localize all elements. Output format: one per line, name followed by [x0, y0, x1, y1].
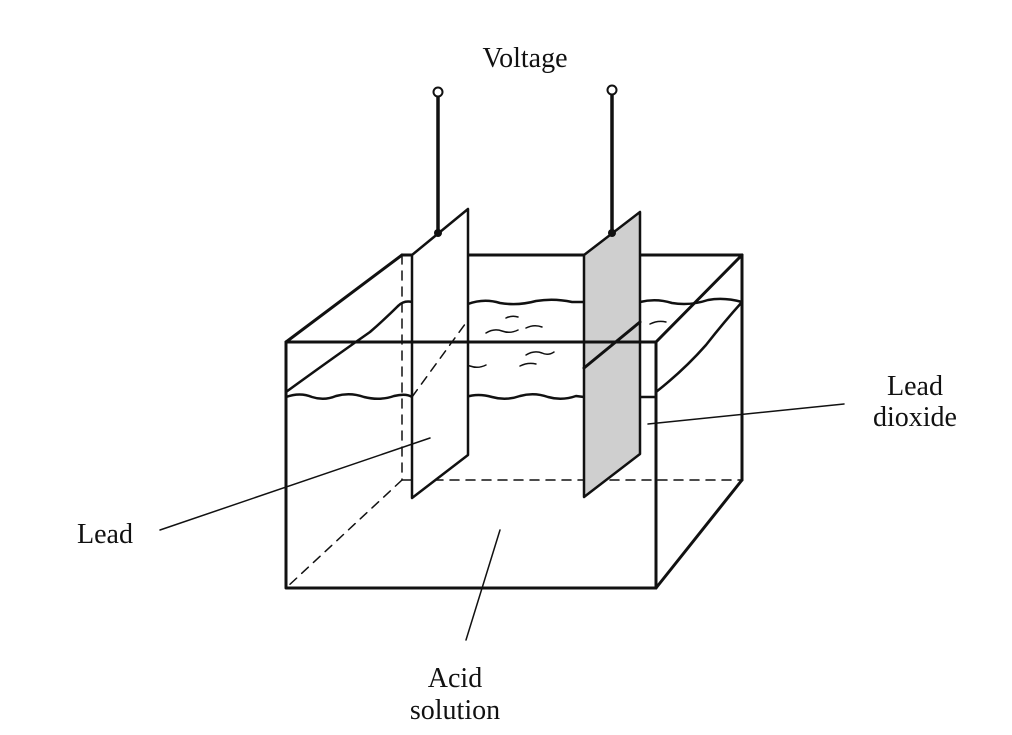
acid-surface [284, 297, 744, 400]
leader-lines [159, 403, 845, 641]
left-terminal-icon [432, 86, 444, 98]
tank-back-edges [284, 253, 744, 590]
lead-leader-line [159, 437, 431, 531]
right-connection-dot [608, 229, 616, 237]
voltage-leads [436, 93, 614, 234]
tank-hidden-edges [285, 254, 743, 589]
lead-label: Lead [77, 519, 133, 550]
ripple-marks [453, 315, 667, 369]
acid-leader-line [465, 529, 501, 641]
lead-dioxide-label-line2: dioxide [873, 402, 957, 433]
lead-dioxide-plate [582, 210, 642, 499]
voltage-label: Voltage [482, 43, 568, 74]
lead-dioxide-label-line1: Lead [887, 371, 943, 402]
acid-label-line2: solution [409, 695, 501, 726]
lead-plate-submerged-edge [411, 319, 469, 398]
tank-front-face [284, 340, 658, 590]
lead-dioxide-leader-line [647, 403, 845, 425]
right-terminal-icon [606, 84, 618, 96]
left-connection-dot [434, 229, 442, 237]
lead-dioxide-waterline [582, 320, 642, 370]
lead-plate [410, 207, 470, 500]
acid-label-line1: Acid [427, 663, 483, 694]
